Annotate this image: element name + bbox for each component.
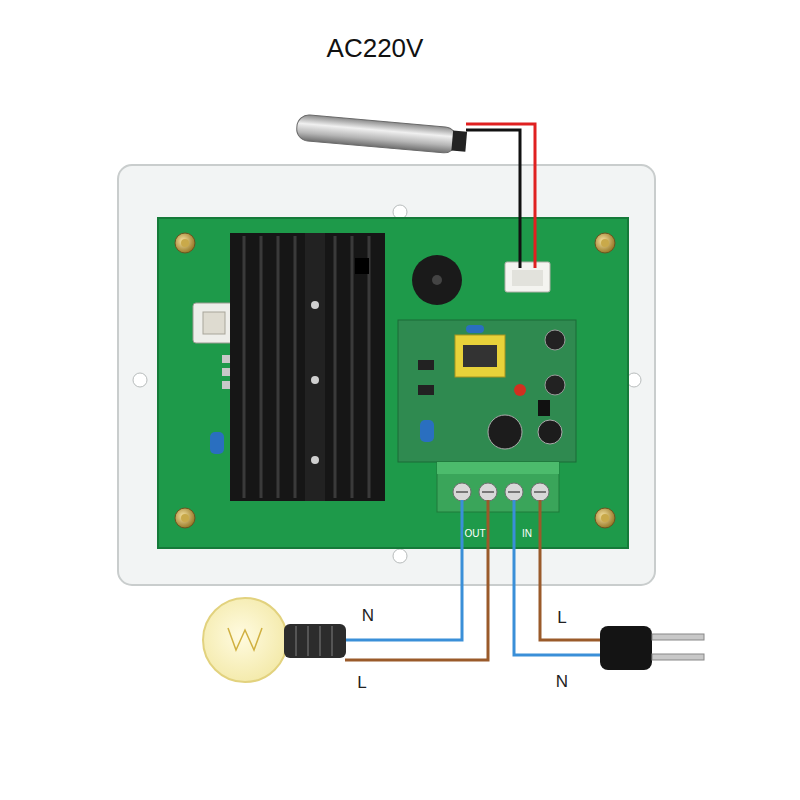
temperature-probe: [296, 114, 535, 268]
pcb-board: [158, 218, 628, 548]
heatsink: [230, 233, 385, 501]
wire-label: L: [356, 674, 367, 693]
back-plate: [118, 165, 655, 585]
power-module: [398, 320, 576, 462]
power-plug: [600, 626, 704, 670]
wire-label: N: [361, 607, 375, 626]
voltage-title: AC220V: [327, 34, 424, 63]
terminal-label: OUT: [463, 528, 486, 539]
plug-wires: [514, 500, 602, 655]
terminal-label: IN: [521, 528, 533, 539]
buzzer: [412, 255, 462, 305]
wire-label: L: [556, 609, 567, 628]
lamp-wires: [345, 500, 488, 660]
wire-label: N: [555, 673, 569, 692]
light-bulb: [203, 598, 346, 682]
sensor-connector: [505, 262, 550, 292]
